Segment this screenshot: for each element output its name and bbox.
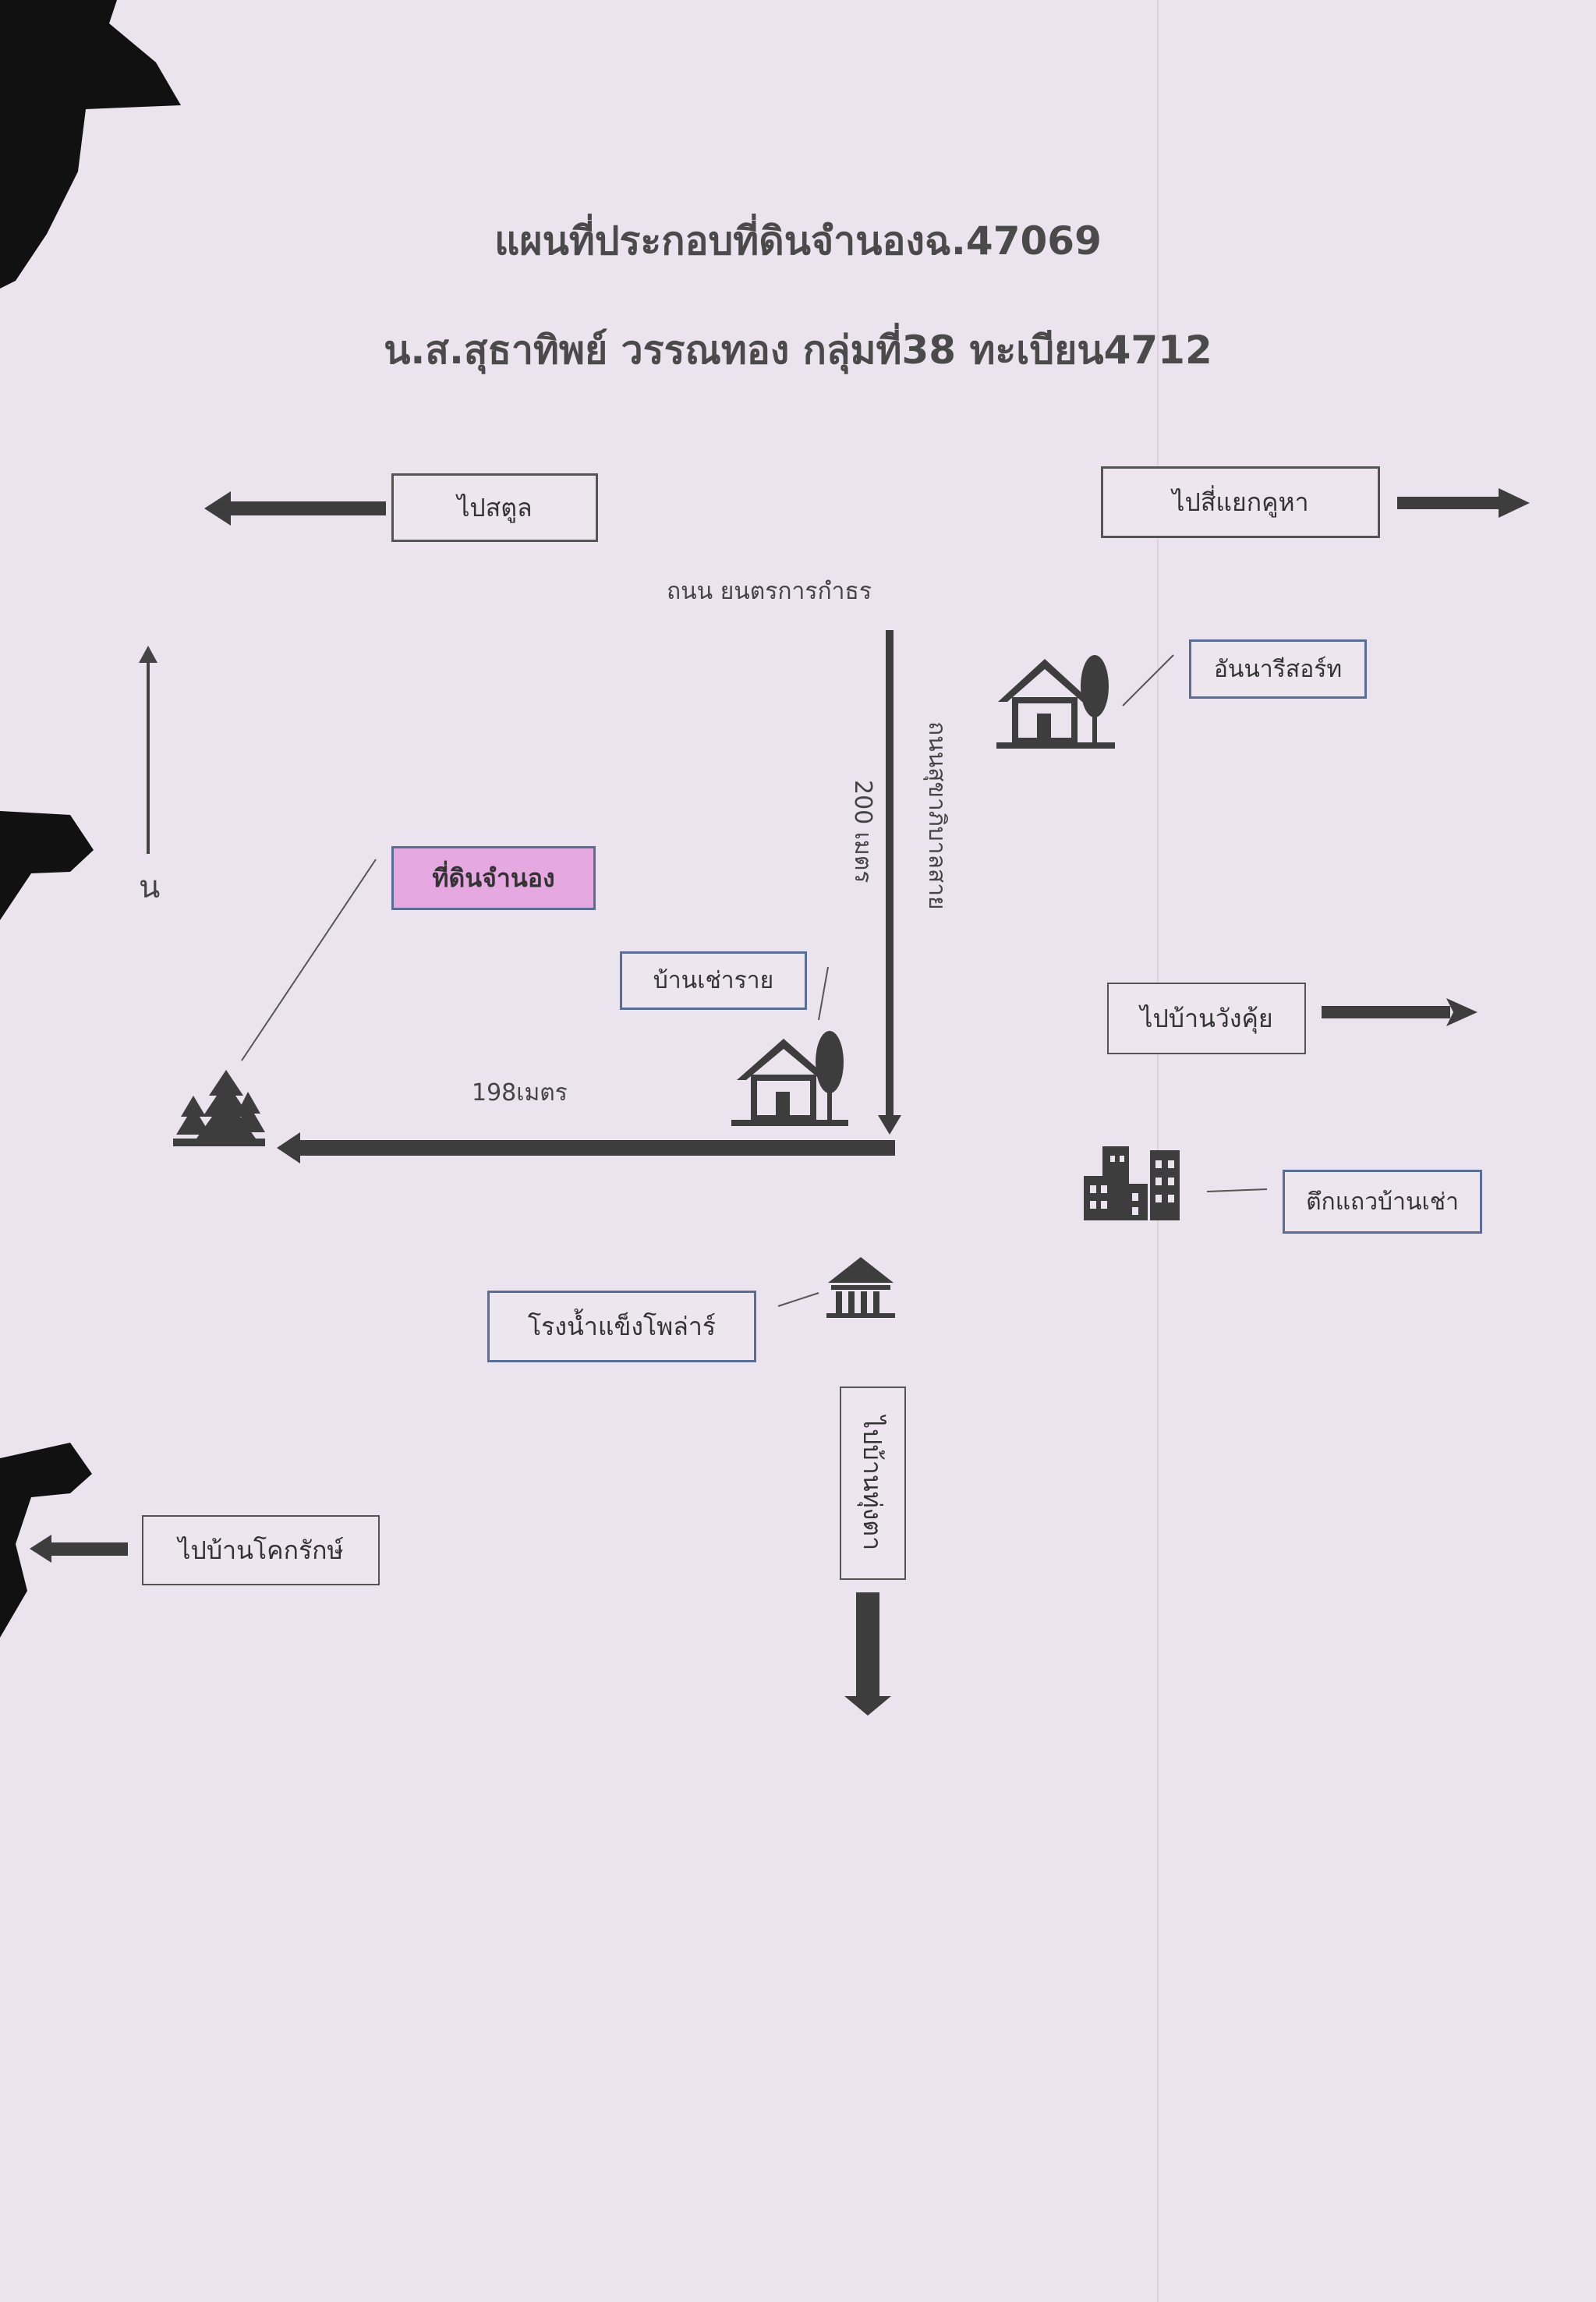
leader-line-shophouse — [1206, 1188, 1268, 1192]
label-shophouse-rental: ตึกแถวบ้านเช่า — [1283, 1170, 1482, 1234]
label-ice-factory: โรงน้ำแข็งโพล่าร์ — [487, 1291, 756, 1362]
road-horizontal-icon — [277, 1132, 895, 1163]
map-title: แผนที่ประกอบที่ดินจำนองฉ.47069 — [494, 218, 1102, 264]
sign-to-khok-rak: ไปบ้านโคกรักษ์ — [142, 1515, 380, 1585]
torn-paper-edge-icon — [0, 0, 181, 289]
sign-to-thung-ta: ไปบ้านทุ่งตา — [840, 1387, 906, 1580]
sign-to-khuha-junction: ไปสี่แยกคูหา — [1101, 466, 1380, 538]
label-ban-chao-rai: บ้านเช่าราย — [620, 951, 807, 1010]
house-rental-icon — [731, 1031, 848, 1126]
sign-to-wang-khui: ไปบ้านวังคุ้ย — [1107, 983, 1306, 1054]
leader-line-rental — [818, 966, 829, 1021]
punch-hole-bottom-icon — [0, 1443, 92, 1638]
road-top-label: ถนน ยนตรการกำธร — [667, 578, 872, 605]
arrow-to-satun-icon — [204, 491, 386, 526]
arrow-to-khuha-icon — [1397, 488, 1530, 518]
sign-to-satun: ไปสตูล — [391, 473, 598, 542]
label-mortgaged-land: ที่ดินจำนอง — [391, 846, 596, 910]
distance-horizontal-label: 198เมตร — [472, 1079, 568, 1107]
forest-trees-icon — [173, 1070, 265, 1146]
arrow-to-khok-rak-icon — [30, 1535, 128, 1563]
arrow-to-wang-khui-icon — [1322, 998, 1477, 1026]
north-label: น — [139, 869, 161, 905]
arrow-to-thung-ta-icon — [844, 1592, 891, 1716]
map-subtitle: น.ส.สุธาทิพย์ วรรณทอง กลุ่มที่38 ทะเบียน… — [384, 328, 1212, 373]
distance-vertical-label: 200 เมตร — [849, 780, 876, 884]
shophouse-buildings-icon — [1084, 1146, 1180, 1220]
house-resort-icon — [996, 655, 1115, 749]
north-arrow-icon — [139, 646, 157, 854]
leader-line-resort — [1122, 654, 1174, 707]
label-annaree-resort: อันนารีสอร์ท — [1189, 639, 1367, 699]
leader-line-ice — [777, 1292, 819, 1307]
punch-hole-top-icon — [0, 811, 94, 920]
leader-line-land — [241, 859, 377, 1061]
road-vertical-label: ถนนสุขาภิบาลสาย — [923, 721, 950, 910]
road-vertical-icon — [878, 630, 901, 1135]
ice-factory-building-icon — [826, 1257, 895, 1318]
